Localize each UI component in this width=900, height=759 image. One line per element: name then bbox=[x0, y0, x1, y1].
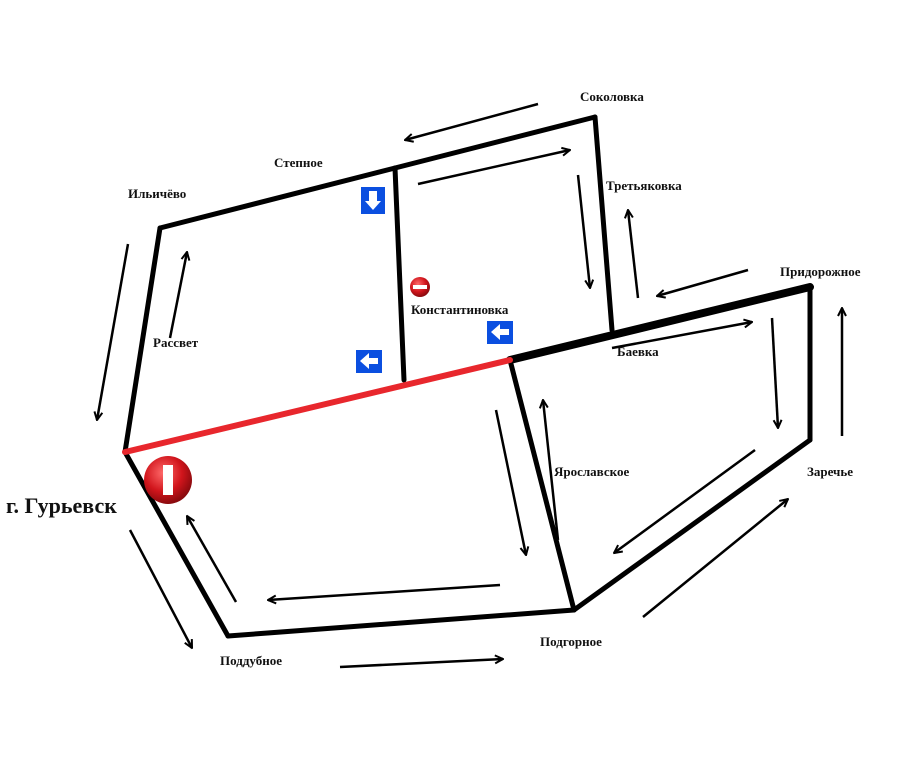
arrow-up bbox=[187, 516, 238, 603]
road-stepnoe-konstantinovka bbox=[392, 165, 407, 383]
label-podgornoe: Подгорное bbox=[540, 634, 602, 649]
arrow-down bbox=[576, 174, 590, 288]
road-junction-podgornoe bbox=[507, 357, 577, 613]
arrow-down bbox=[97, 243, 130, 420]
arrow-right bbox=[611, 322, 752, 350]
arrow-left bbox=[657, 268, 749, 296]
road-gurievsk-poddubnoe bbox=[122, 449, 231, 639]
label-poddubnoe: Поддубное bbox=[220, 653, 282, 668]
road-sokolovka-baevka bbox=[592, 114, 615, 333]
no-entry-sign-icon bbox=[410, 277, 430, 297]
label-yaroslavskoe: Ярославское bbox=[554, 464, 629, 479]
settlement-labels: Соколовка Степное Ильичёво Третьяковка П… bbox=[6, 89, 861, 668]
arrow-left bbox=[405, 102, 539, 140]
road-junction-pridorozhnoe bbox=[506, 283, 814, 364]
arrow-right bbox=[417, 150, 570, 186]
road-ilichevo-gurievsk bbox=[122, 225, 163, 455]
label-konstantinovka: Константиновка bbox=[411, 302, 509, 317]
road-stepnoe-sokolovka bbox=[392, 114, 598, 171]
arrow-down bbox=[770, 317, 778, 428]
arrow-down-sign-icon bbox=[361, 187, 385, 214]
arrow-up bbox=[628, 210, 640, 299]
arrow-left bbox=[268, 583, 501, 600]
arrow-up bbox=[168, 252, 187, 339]
arrow-left bbox=[614, 448, 756, 553]
road-ilichevo-stepnoe bbox=[157, 165, 398, 231]
road-poddubnoe-podgornoe bbox=[225, 607, 577, 639]
label-sokolovka: Соколовка bbox=[580, 89, 644, 104]
label-pridorozhnoe: Придорожное bbox=[780, 264, 861, 279]
label-zarechye: Заречье bbox=[807, 464, 853, 479]
label-rassvet: Рассвет bbox=[153, 335, 199, 350]
no-entry-sign-icon bbox=[144, 456, 192, 504]
label-baevka: Баевка bbox=[617, 344, 659, 359]
arrow-up bbox=[543, 400, 560, 541]
arrow-left-sign-icon bbox=[356, 350, 382, 373]
arrow-down bbox=[128, 529, 194, 648]
direction-arrows bbox=[97, 102, 842, 669]
label-city-gurievsk: г. Гурьевск bbox=[6, 493, 117, 518]
roads bbox=[122, 114, 813, 639]
road-podgornoe-zarechye bbox=[571, 437, 813, 613]
arrow-right bbox=[339, 659, 503, 669]
closed-road-gurievsk-junction bbox=[122, 357, 513, 455]
label-stepnoe: Степное bbox=[274, 155, 323, 170]
label-tretyakovka: Третьяковка bbox=[606, 178, 682, 193]
arrow-down bbox=[494, 409, 526, 555]
arrow-left-sign-icon bbox=[487, 321, 513, 344]
label-ilichevo: Ильичёво bbox=[128, 186, 186, 201]
arrow-right bbox=[642, 499, 788, 618]
